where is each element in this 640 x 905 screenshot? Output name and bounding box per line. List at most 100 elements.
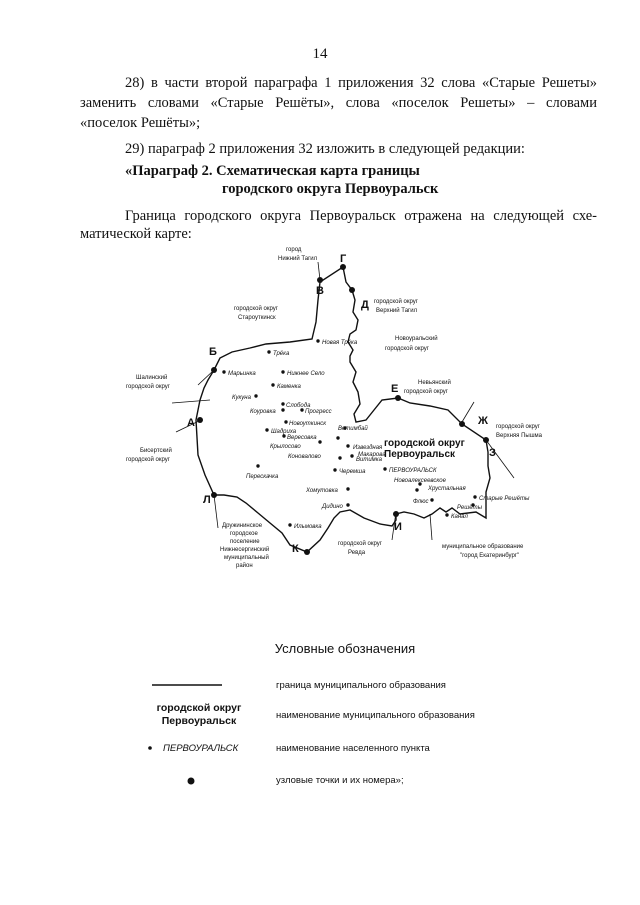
- neighbor-dr-5: муниципальный: [224, 554, 269, 561]
- node-dot: [395, 395, 401, 401]
- settlement-label: Макарова: [358, 452, 386, 458]
- settlement-label: Каменка: [277, 384, 301, 390]
- settlement-label: ПЕРВОУРАЛЬСК: [389, 468, 437, 474]
- settlement-label: Извездная: [353, 445, 383, 451]
- node-label-v: В: [316, 285, 324, 297]
- legend-title: Условные обозначения: [274, 641, 416, 656]
- settlement-label: Перескачка: [246, 474, 279, 480]
- legend-settlement-desc: наименование населенного пункта: [276, 743, 430, 754]
- settlement-label: Хрустальная: [427, 486, 467, 492]
- node-label-l: Л: [203, 494, 211, 506]
- legend-settlement-sample: ПЕРВОУРАЛЬСК: [163, 743, 239, 754]
- neighbor-st-2: Староуткинск: [238, 315, 276, 321]
- neighbor-dr-3: поселение: [230, 539, 260, 545]
- settlement-label: Коуровка: [250, 409, 276, 415]
- neighbor-rv-2: Ревда: [348, 550, 366, 556]
- para28-line1: 28) в части второй параграфа 1 приложени…: [125, 75, 597, 91]
- node-label-i: И: [394, 521, 402, 533]
- para29: 29) параграф 2 приложения 32 изложить в …: [125, 141, 525, 157]
- settlement-label: Слобода: [286, 403, 311, 409]
- node-dot: [211, 492, 217, 498]
- settlement-label: Витимка: [356, 457, 383, 463]
- settlement-label: Новоалексеевское: [394, 478, 447, 484]
- node-label-e: Е: [391, 383, 398, 395]
- neighbor-nv-2: городской округ: [404, 388, 449, 395]
- settlement-label: Прогресс: [305, 409, 332, 415]
- section-heading-2: городского округа Первоуральск: [222, 181, 439, 197]
- node-label-k: К: [292, 543, 299, 555]
- neighbor-sh-1: Шалинский: [136, 374, 167, 381]
- node-label-a: А: [187, 417, 195, 429]
- settlement-label: Крылосово: [270, 444, 301, 450]
- neighbor-dr-2: городское: [230, 531, 258, 537]
- settlement-label: Нижнее Село: [287, 371, 325, 377]
- district-name-2: Первоуральск: [384, 449, 456, 460]
- district-boundary: [195, 265, 491, 553]
- settlement-label: Новоуткинск: [289, 421, 327, 427]
- neighbor-vp-1: городской округ: [496, 423, 541, 430]
- neighbor-ekb-2: "город Екатеринбург": [460, 553, 519, 559]
- settlement-label: Шадриха: [271, 429, 297, 435]
- settlement-label: Ветимбай: [338, 425, 368, 432]
- settlement-label: Черемша: [339, 469, 366, 475]
- node-dot: [483, 437, 489, 443]
- intro-line1: Граница городского округа Первоуральск о…: [125, 208, 597, 224]
- node-dot: [304, 549, 310, 555]
- neighbor-dr-1: Дружининское: [222, 523, 263, 529]
- neighbor-dr-4: Нижнесергинский: [220, 546, 269, 553]
- node-label-zh: Ж: [477, 415, 488, 427]
- settlement-label: Дидино: [321, 504, 344, 510]
- neighbor-nu-2: городской округ: [385, 345, 430, 352]
- section-heading-1: «Параграф 2. Схематическая карта границы: [125, 163, 420, 179]
- neighbor-bs-1: Бисертский: [140, 447, 172, 454]
- settlement-label: Кукуна: [232, 395, 252, 401]
- settlement-label: Трёка: [273, 351, 290, 357]
- page-number: 14: [312, 46, 328, 62]
- node-dot: [393, 511, 399, 517]
- neighbor-vt-2: Верхний Тагил: [376, 307, 418, 314]
- neighbor-nt-2: Нижний Тагил: [278, 255, 318, 262]
- legend-settlement-dot: [148, 746, 152, 750]
- neighbor-ekb-1: муниципальное образование: [442, 544, 524, 550]
- neighbor-nu-1: Новоуральский: [395, 335, 438, 342]
- neighbor-sh-2: городской округ: [126, 383, 171, 390]
- legend-name-sample-1: городской округ: [156, 702, 242, 714]
- neighbor-vp-2: Верхняя Пышма: [496, 433, 543, 439]
- neighbor-rv-1: городской округ: [338, 540, 383, 547]
- settlement-label: Канал: [451, 514, 468, 520]
- para28-line2: заменить словами «Старые Решёты», слова …: [80, 95, 597, 111]
- neighbor-vt-1: городской округ: [374, 298, 419, 305]
- legend-node-desc: узловые точки и их номера»;: [276, 775, 404, 786]
- neighbor-st-1: городской округ: [234, 305, 279, 312]
- district-name-1: городской округ: [384, 438, 465, 449]
- neighbor-dr-6: район: [236, 562, 253, 569]
- para28-line3: «поселок Решёты»;: [80, 115, 201, 131]
- node-label-b: Б: [209, 346, 217, 358]
- settlement-label: Вересовка: [287, 435, 317, 441]
- node-dot: [197, 417, 203, 423]
- legend-name-desc: наименование муниципального образования: [276, 710, 475, 721]
- settlement-label: Старые Решёты: [479, 496, 530, 502]
- legend-name-sample-2: Первоуральск: [161, 715, 237, 727]
- neighbor-bs-2: городской округ: [126, 456, 171, 463]
- settlement-label: Хомутовка: [305, 488, 338, 494]
- settlement-label: Ильмовка: [294, 524, 322, 530]
- settlement-label: Марьинка: [228, 371, 256, 377]
- node-dot: [340, 264, 346, 270]
- node-dot: [317, 277, 323, 283]
- node-dot: [349, 287, 355, 293]
- neighbor-nt-1: город: [286, 247, 302, 253]
- neighbor-nv-1: Невьянский: [418, 379, 451, 386]
- intro-line2: матической карте:: [80, 226, 192, 242]
- settlement-label: Флюс: [413, 499, 429, 505]
- settlement-label: Новая Трёка: [322, 340, 358, 346]
- node-dot: [459, 421, 465, 427]
- node-label-g: Г: [340, 253, 347, 265]
- legend-line-desc: граница муниципального образования: [276, 680, 446, 691]
- legend-node-dot: [187, 777, 195, 785]
- settlement-label: Коновалово: [288, 454, 322, 460]
- node-label-d: Д: [361, 299, 369, 311]
- node-dot: [211, 367, 217, 373]
- settlement-label: Решёты: [457, 505, 483, 511]
